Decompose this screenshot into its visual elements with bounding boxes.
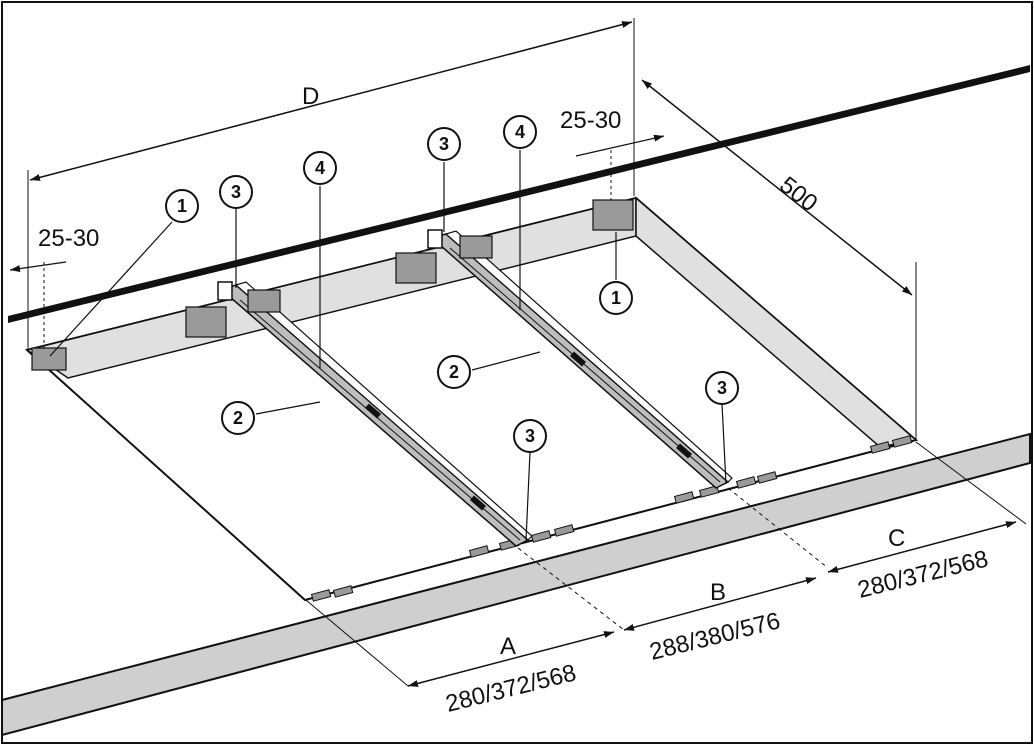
callout-4-right: 4 [503, 115, 537, 149]
worktop-front-band [0, 432, 1031, 737]
dim-d-label: D [302, 83, 319, 110]
dim-section-c-line [827, 521, 1017, 573]
dim-section-c-value: 280/372/568 [855, 545, 991, 603]
callout-3-right-top-number: 3 [439, 134, 449, 154]
callout-4-left-number: 4 [315, 158, 325, 178]
callout-4-left: 4 [303, 151, 337, 185]
callout-3-right-bottom-number: 3 [717, 378, 727, 398]
section-division-lines [517, 487, 829, 631]
callout-2-right-number: 2 [449, 362, 459, 382]
dim-section-b-line [623, 577, 817, 631]
dim-section-c-letter: C [888, 525, 905, 552]
callout-4-right-number: 4 [515, 122, 525, 142]
dim-section-b-letter: B [710, 579, 726, 606]
dim-section-a-value: 280/372/568 [443, 659, 579, 717]
rail-right [427, 229, 733, 489]
dim-depth-label: 500 [774, 171, 822, 217]
dim-edge-gap-right-label: 25-30 [560, 107, 621, 134]
section-a-ext-left [305, 599, 409, 687]
rail-left [217, 281, 533, 547]
section-c-ext-right [915, 441, 1027, 525]
dim-edge-gap-left-label: 25-30 [38, 225, 99, 252]
dim-section-a-line [407, 631, 615, 687]
dim-edge-gap-right-line [575, 134, 665, 157]
callout-leaders [49, 150, 727, 541]
mounting-brackets [31, 199, 634, 371]
dim-edge-gap-left-line [9, 261, 67, 273]
dim-section-a-letter: A [500, 633, 516, 660]
callout-3-left-bottom: 3 [513, 419, 547, 453]
callout-3-left-top: 3 [219, 175, 253, 209]
callout-3-right-top: 3 [427, 127, 461, 161]
dim-d-line [29, 21, 633, 181]
callout-3-left-top-number: 3 [231, 182, 241, 202]
callout-3-right-bottom: 3 [705, 371, 739, 405]
dim-section-b-value: 288/380/576 [647, 607, 783, 665]
callout-1-left-number: 1 [177, 196, 187, 216]
callout-1-right: 1 [599, 281, 633, 315]
callout-2-right: 2 [437, 355, 471, 389]
callout-2-left-number: 2 [233, 408, 243, 428]
callout-3-left-bottom-number: 3 [525, 426, 535, 446]
callout-2-left: 2 [221, 401, 255, 435]
dim-depth-line [641, 79, 913, 296]
callout-1-left: 1 [165, 189, 199, 223]
callout-1-right-number: 1 [611, 288, 621, 308]
